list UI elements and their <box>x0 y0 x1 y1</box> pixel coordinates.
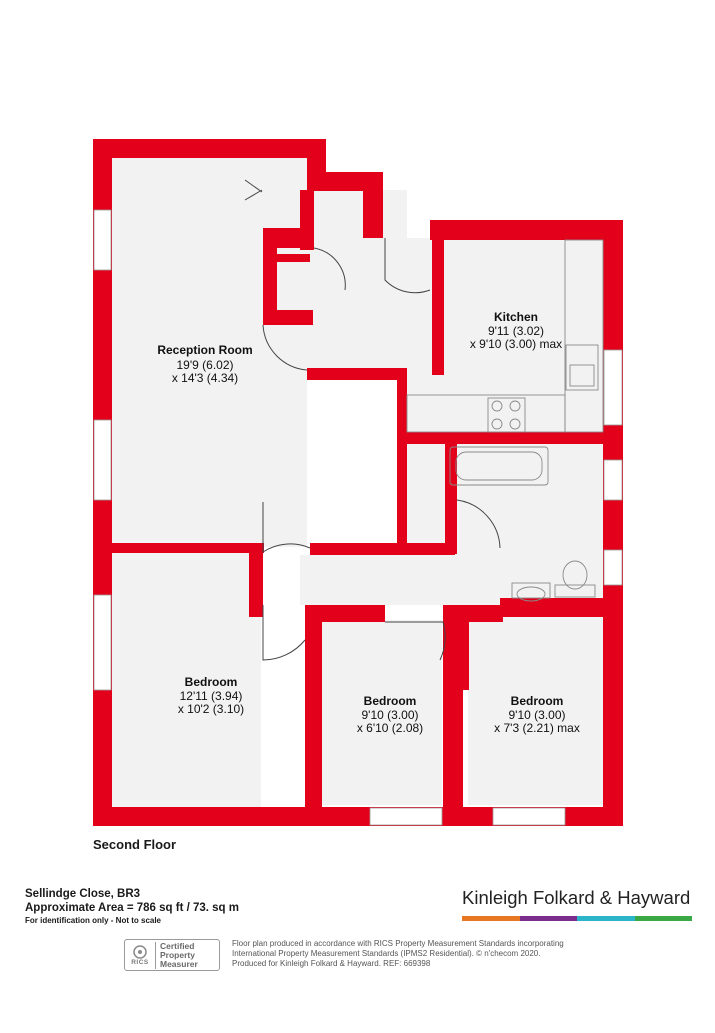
room-dims: 9'10 (3.00) <box>509 708 566 722</box>
rics-logo-text: RICS <box>131 958 149 966</box>
room-dims: 19'9 (6.02) <box>177 358 234 372</box>
address: Sellindge Close, BR3 <box>25 888 141 900</box>
room-dims: x 6'10 (2.08) <box>357 721 423 735</box>
disclaimer-line: International Property Measurement Stand… <box>232 949 541 958</box>
rics-crest-icon <box>133 944 147 959</box>
property-info: Sellindge Close, BR3 Approximate Area = … <box>25 887 239 915</box>
hob-icon <box>487 397 526 433</box>
floor-plan: Reception Room 19'9 (6.02) x 14'3 (4.34)… <box>93 139 623 826</box>
room-dims: 9'10 (3.00) <box>362 708 419 722</box>
room-dims: x 9'10 (3.00) max <box>470 337 562 351</box>
brand-bar-cyan <box>577 916 635 921</box>
sink-icon <box>565 344 599 391</box>
rics-badge-line: Measurer <box>160 958 198 969</box>
rics-badge-text: Certified Property Measurer <box>155 940 198 969</box>
bathroom-fixtures <box>449 446 596 602</box>
brand-bar-orange <box>462 916 520 921</box>
room-labels: Reception Room 19'9 (6.02) x 14'3 (4.34)… <box>157 310 580 735</box>
basin-icon <box>511 582 551 602</box>
toilet-icon <box>554 560 596 598</box>
floor-area <box>111 157 604 807</box>
floor-label: Second Floor <box>93 837 177 852</box>
room-name: Reception Room <box>157 343 252 357</box>
doors <box>244 179 501 661</box>
room-dims: 12'11 (3.94) <box>180 689 243 703</box>
kitchen-counter <box>406 394 566 433</box>
disclaimer-line: Floor plan produced in accordance with R… <box>232 939 564 948</box>
agent-logo: Kinleigh Folkard & Hayward <box>462 887 691 908</box>
kitchen-fixtures <box>406 239 604 433</box>
room-name: Bedroom <box>364 694 417 708</box>
brand-bar-purple <box>519 916 577 921</box>
room-dims: x 14'3 (4.34) <box>172 371 238 385</box>
kitchen-worktop <box>564 239 604 433</box>
room-dims: x 10'2 (3.10) <box>178 702 244 716</box>
bath-icon <box>449 446 549 486</box>
room-name: Bedroom <box>185 675 238 689</box>
room-dims: 9'11 (3.02) <box>488 324 544 338</box>
scale-note: For identification only - Not to scale <box>25 916 162 925</box>
brand-color-bars <box>462 916 692 921</box>
rics-badge: RICS Certified Property Measurer <box>124 939 220 971</box>
rics-badge-line: Property <box>160 949 195 960</box>
disclaimer-line: Produced for Kinleigh Folkard & Hayward.… <box>232 959 431 968</box>
rics-badge-line: Certified <box>160 940 195 951</box>
windows <box>93 209 623 826</box>
rics-logo: RICS <box>125 941 155 970</box>
room-dims: x 7'3 (2.21) max <box>494 721 580 735</box>
room-name: Bedroom <box>511 694 564 708</box>
room-name: Kitchen <box>494 310 538 324</box>
approximate-area: Approximate Area = 786 sq ft / 73. sq m <box>25 902 240 914</box>
brand-bar-green <box>634 916 692 921</box>
disclaimer: Floor plan produced in accordance with R… <box>232 939 564 969</box>
